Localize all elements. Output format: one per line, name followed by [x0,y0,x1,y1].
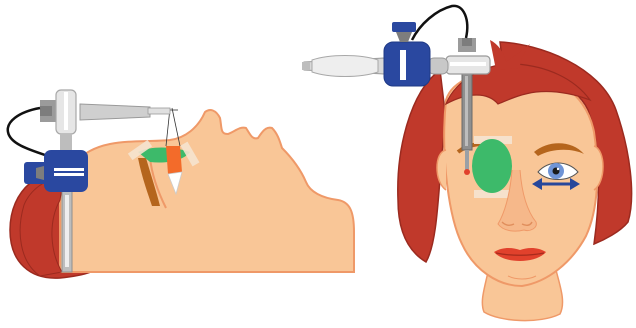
side-blue-collar [36,166,44,180]
front-cable [412,6,467,40]
front-view-panel [302,6,632,321]
side-needle-hub [166,146,182,174]
side-column-mid [60,134,72,152]
front-blue-cap-neck [396,32,412,42]
front-blue-housing [384,42,430,86]
front-connector [428,58,448,74]
front-needle-tip [464,169,470,175]
front-blue-cap [392,22,416,32]
front-applicator-pad [472,139,512,193]
front-crossbar-slot [450,62,486,66]
front-blue-window [400,50,406,80]
front-column-highlight [465,76,468,146]
side-arm [80,104,150,120]
front-left-tube-body [312,56,378,77]
front-top-post-cap [462,38,472,46]
side-face [60,110,354,272]
side-column-bottom-slot [65,195,69,267]
side-view-panel [8,90,354,278]
side-blue-knob-tab [24,162,34,184]
side-blue-stripe [54,171,84,173]
side-arm-tip [148,108,170,114]
side-arm-left-cap [40,106,52,116]
front-left-tube-endcap [302,62,310,70]
front-pupil-glint [557,168,559,170]
side-column-slot [64,92,68,130]
